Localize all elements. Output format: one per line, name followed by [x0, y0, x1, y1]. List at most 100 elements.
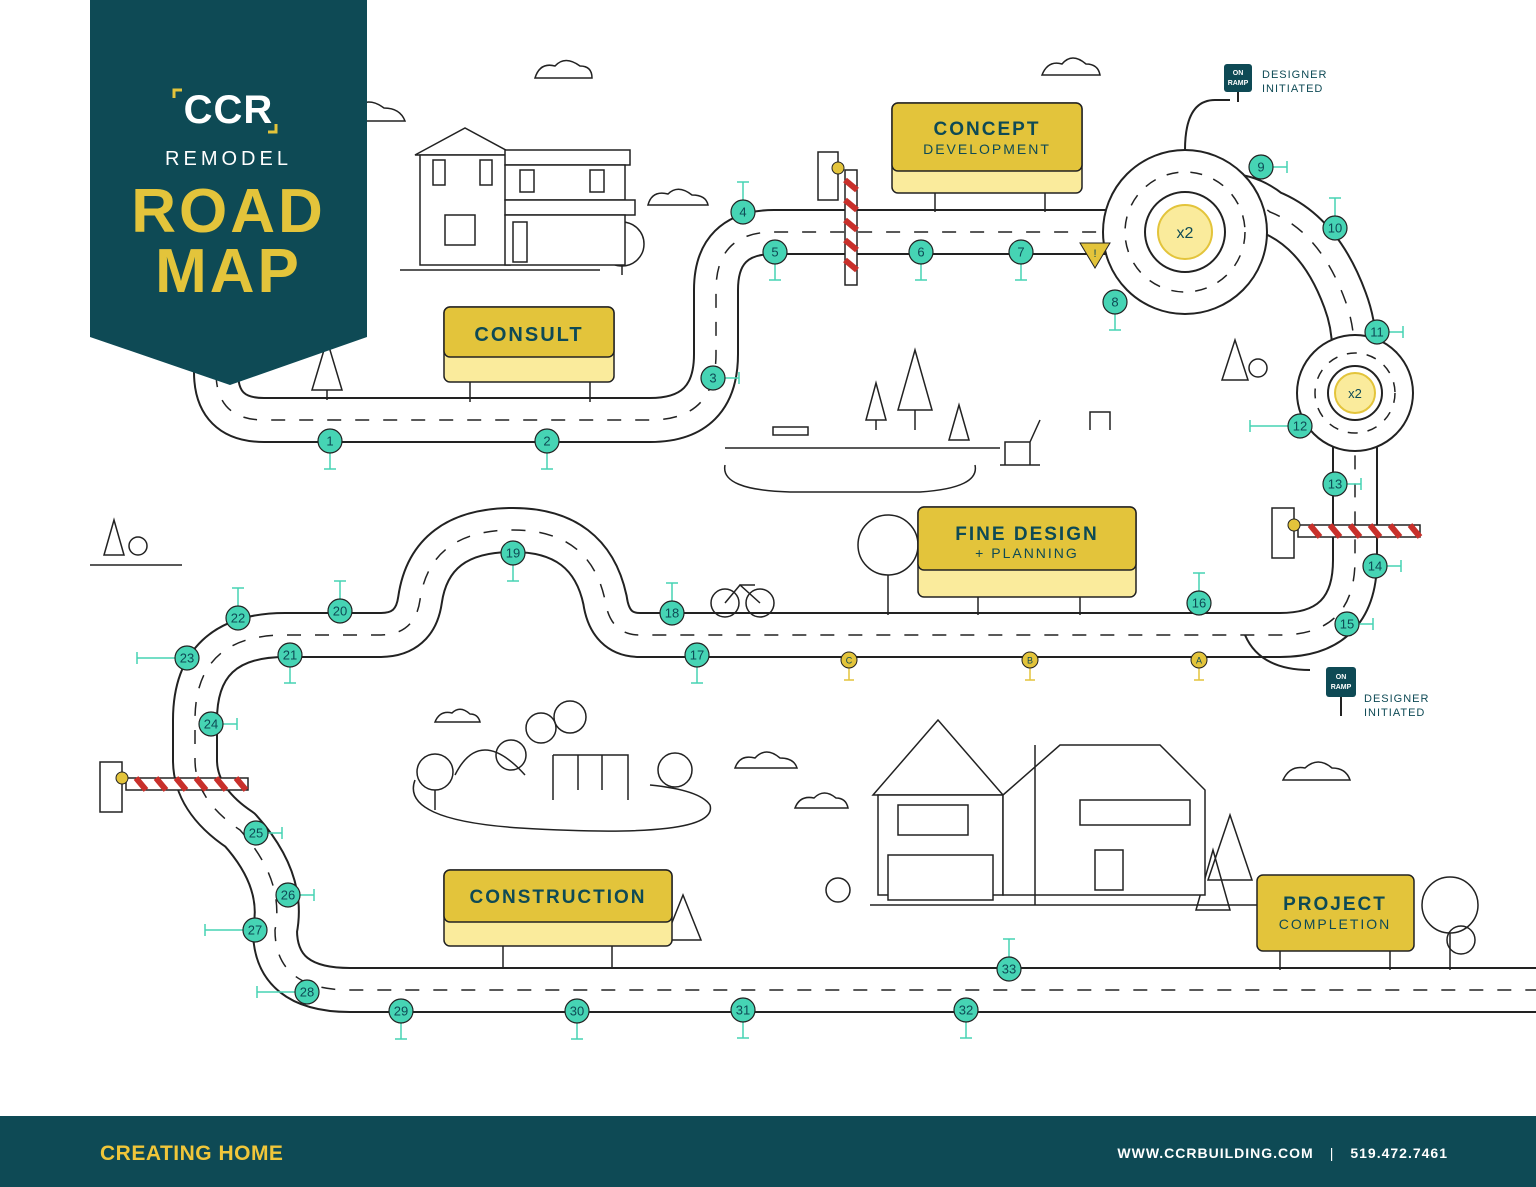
svg-text:INITIATED: INITIATED [1364, 707, 1425, 719]
stop-label: 26 [281, 888, 295, 903]
concept-sign-line1: CONCEPT [934, 119, 1041, 140]
stop-label: 9 [1257, 160, 1264, 175]
stop-12: 12 [1249, 413, 1313, 439]
stop-label: 13 [1328, 477, 1342, 492]
roundabout-small: x2 [1296, 334, 1414, 452]
barrier-gate-1 [817, 151, 859, 286]
barrier-gate-3 [99, 761, 249, 813]
stop-label: 5 [771, 245, 778, 260]
bump-B: B [1021, 651, 1039, 681]
svg-text:RAMP: RAMP [1331, 684, 1352, 691]
stop-18: 18 [659, 582, 685, 626]
bump-label: C [846, 656, 853, 666]
road [172, 173, 1536, 1013]
footer-bar: CREATING HOME WWW.CCRBUILDING.COM | 519.… [0, 1116, 1536, 1187]
stop-26: 26 [275, 882, 315, 908]
svg-text:INITIATED: INITIATED [1262, 83, 1323, 95]
logo-text: CCR [183, 88, 274, 132]
stop-17: 17 [684, 642, 710, 684]
warning-triangle: ! [1079, 242, 1111, 269]
stop-label: 3 [709, 371, 716, 386]
fine-design-sign-line1: FINE DESIGN [955, 524, 1098, 545]
stop-13: 13 [1322, 471, 1362, 497]
stop-6: 6 [908, 239, 934, 281]
stop-31: 31 [730, 997, 756, 1039]
stop-10: 10 [1322, 197, 1348, 241]
stop-8: 8 [1102, 289, 1128, 331]
bump-label: B [1027, 656, 1033, 666]
stop-22: 22 [225, 587, 251, 631]
bump-markers: ABC [840, 651, 1208, 681]
construction-sign-label: CONSTRUCTION [469, 887, 646, 908]
stop-label: 25 [249, 826, 263, 841]
roundabout-label-1: x2 [1177, 225, 1194, 242]
stop-11: 11 [1364, 319, 1404, 345]
trees [90, 221, 1479, 970]
stop-label: 20 [333, 604, 347, 619]
barrier-gate-2 [1271, 507, 1423, 559]
consult-sign-label: CONSULT [474, 324, 583, 346]
concept-sign-line2: DEVELOPMENT [923, 141, 1051, 157]
stop-24: 24 [198, 711, 238, 737]
bicycle-icon [710, 583, 775, 618]
stop-label: 28 [300, 985, 314, 1000]
construction-sign: CONSTRUCTION [443, 869, 673, 968]
title-banner [90, 0, 367, 385]
stop-label: 12 [1293, 419, 1307, 434]
stop-label: 31 [736, 1003, 750, 1018]
completion-sign-line1: PROJECT [1283, 894, 1387, 915]
stop-16: 16 [1186, 572, 1212, 616]
park-area [412, 411, 1111, 832]
stop-label: 27 [248, 923, 262, 938]
stop-1: 1 [317, 428, 343, 470]
stop-label: 8 [1111, 295, 1118, 310]
stop-label: 21 [283, 648, 297, 663]
house-illustration-2 [870, 718, 1260, 906]
road-map-diagram: x2 x2 [90, 57, 1536, 1040]
stop-label: 23 [180, 651, 194, 666]
fine-design-sign-line2: + PLANNING [975, 545, 1079, 561]
stop-4: 4 [730, 181, 756, 225]
stop-23: 23 [136, 645, 200, 671]
stop-label: 29 [394, 1004, 408, 1019]
stop-33: 33 [996, 938, 1022, 982]
stop-label: 10 [1328, 221, 1342, 236]
stop-20: 20 [327, 580, 353, 624]
roundabout-large: x2 [1102, 149, 1268, 315]
stop-label: 14 [1368, 559, 1382, 574]
stop-label: 18 [665, 606, 679, 621]
stop-2: 2 [534, 428, 560, 470]
stop-29: 29 [388, 998, 414, 1040]
banner-title-line1: ROAD [131, 177, 326, 246]
footer-tagline: CREATING HOME [100, 1142, 284, 1165]
stop-9: 9 [1248, 154, 1288, 180]
banner-title-line2: MAP [155, 237, 302, 306]
stop-label: 6 [917, 245, 924, 260]
stop-14: 14 [1362, 553, 1402, 579]
phone-number[interactable]: 519.472.7461 [1350, 1145, 1448, 1161]
stop-label: 2 [543, 434, 550, 449]
stop-27: 27 [204, 917, 268, 943]
designer-initiated-label-2: DESIGNER [1364, 693, 1429, 705]
svg-text:ON: ON [1336, 674, 1347, 681]
footer-divider: | [1329, 1145, 1335, 1161]
bump-C: C [840, 651, 858, 681]
stop-label: 7 [1017, 245, 1024, 260]
stop-25: 25 [243, 820, 283, 846]
fine-design-sign: FINE DESIGN + PLANNING [917, 506, 1137, 615]
svg-text:!: ! [1093, 248, 1096, 260]
stop-15: 15 [1334, 611, 1374, 637]
stop-label: 30 [570, 1004, 584, 1019]
stop-28: 28 [256, 979, 320, 1005]
footer-contact: WWW.CCRBUILDING.COM | 519.472.7461 [1117, 1145, 1448, 1161]
stop-21: 21 [277, 642, 303, 684]
stop-30: 30 [564, 998, 590, 1040]
stop-5: 5 [762, 239, 788, 281]
stop-label: 1 [326, 434, 333, 449]
completion-sign-line2: COMPLETION [1279, 916, 1392, 932]
designer-initiated-label-1: DESIGNER [1262, 69, 1327, 81]
website-link[interactable]: WWW.CCRBUILDING.COM [1117, 1145, 1314, 1161]
stop-label: 4 [739, 205, 746, 220]
roundabout-label-2: x2 [1348, 386, 1362, 401]
